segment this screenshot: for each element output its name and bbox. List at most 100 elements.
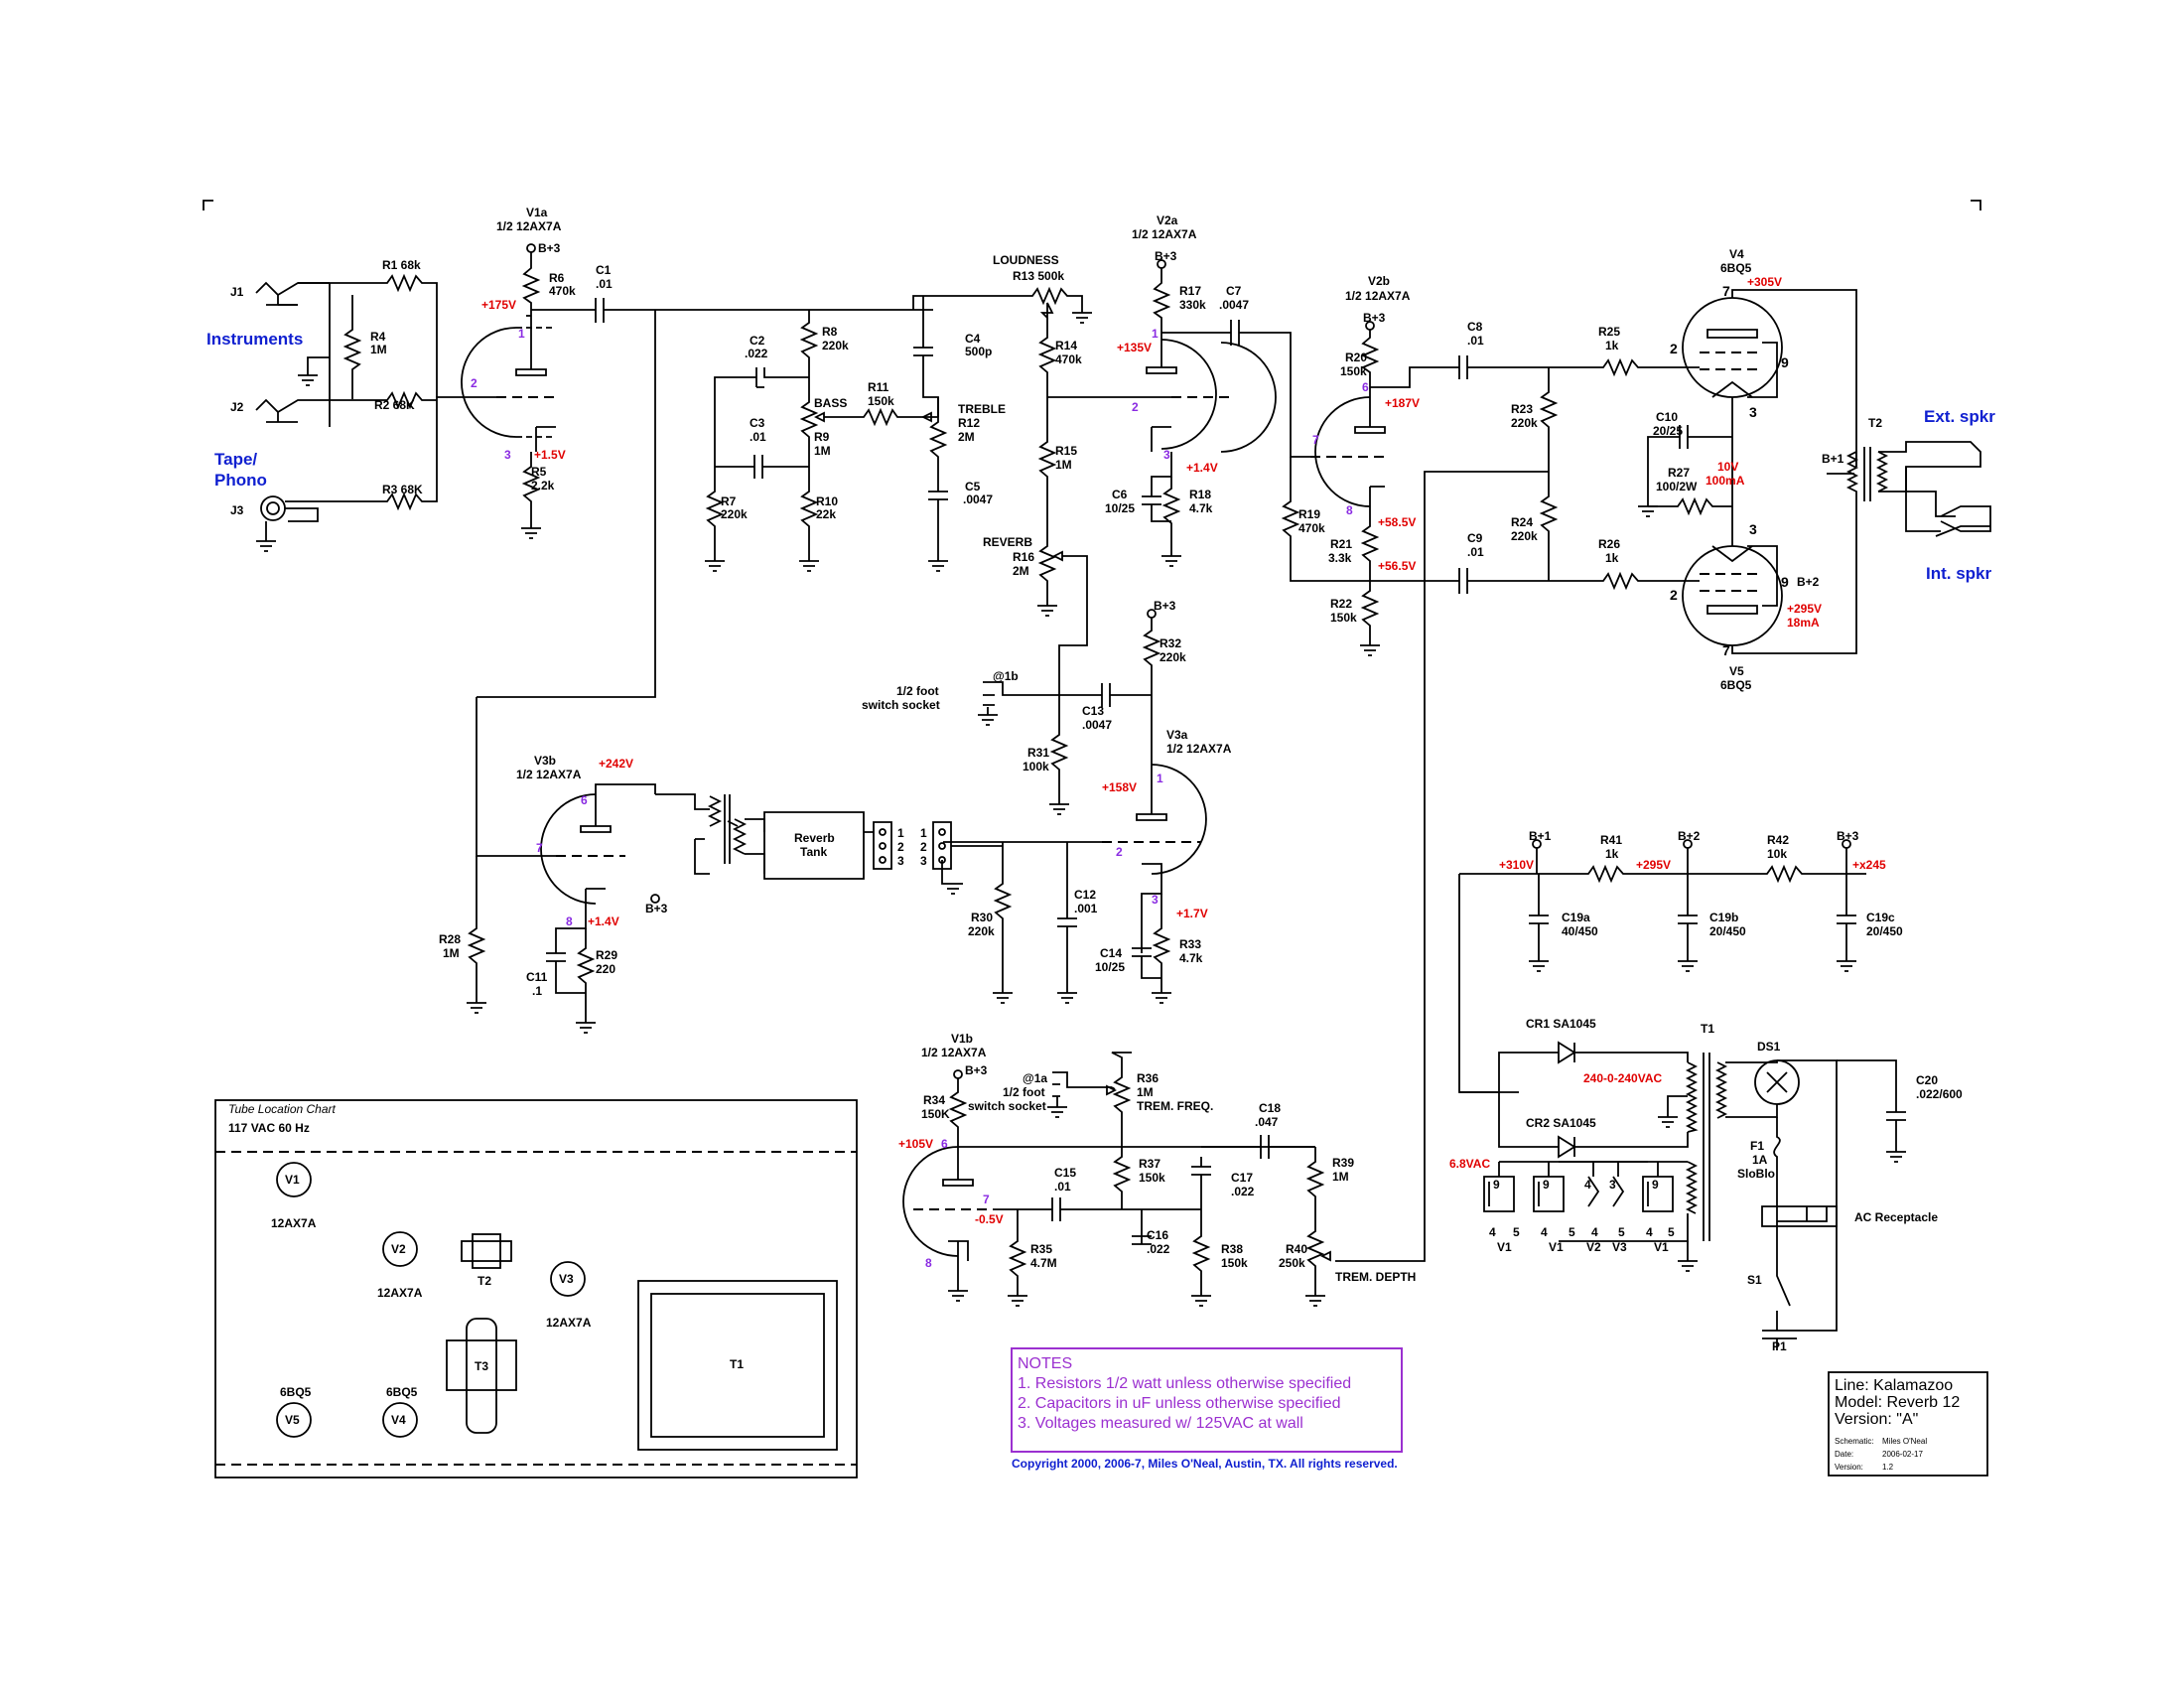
r22-label: R22	[1330, 597, 1352, 611]
r21-value: 3.3k	[1328, 551, 1352, 565]
t1-label: T1	[1701, 1022, 1714, 1036]
r19-label: R19	[1298, 507, 1320, 521]
r9-label: R9	[814, 430, 830, 444]
r4-label: R4	[370, 330, 386, 344]
c5-label: C5	[965, 480, 981, 493]
c7-value: .0047	[1219, 298, 1249, 312]
v2b-pin-grid: 7	[1312, 433, 1319, 447]
c9-label: C9	[1467, 531, 1483, 545]
v3b-pin-plate: 6	[581, 793, 588, 807]
v3a-pin-plate: 1	[1157, 772, 1163, 785]
v4-pin2: 2	[1670, 341, 1678, 356]
c3-label: C3	[750, 416, 765, 430]
instruments-label: Instruments	[206, 330, 303, 349]
r24-label: R24	[1511, 515, 1533, 529]
v2b-tube	[1281, 321, 1688, 1262]
v2a-pin-plate: 1	[1152, 327, 1159, 341]
v1a-plate-voltage: +175V	[481, 298, 516, 312]
tank-out-term-3: 3	[897, 854, 904, 868]
b1-voltage: +310V	[1499, 858, 1534, 872]
r14-label: R14	[1055, 339, 1077, 352]
v2b-bplus: B+3	[1363, 311, 1386, 325]
v2a-type: 1/2 12AX7A	[1132, 227, 1197, 241]
foot1a-label: @1a	[1023, 1071, 1047, 1085]
loudness-label: LOUDNESS	[993, 253, 1059, 267]
r15-label: R15	[1055, 444, 1077, 458]
tube-chart-v1: V1	[285, 1173, 300, 1187]
copyright: Copyright 2000, 2006-7, Miles O'Neal, Au…	[1012, 1457, 1398, 1471]
v1b-plate-voltage: +105V	[898, 1137, 933, 1151]
c15-label: C15	[1054, 1166, 1076, 1180]
foot1a-socket: switch socket	[968, 1099, 1046, 1113]
c4-value: 500p	[965, 345, 992, 358]
reverb-section	[650, 609, 1207, 1004]
c9-value: .01	[1467, 545, 1484, 559]
v1a-bplus: B+3	[538, 241, 561, 255]
f1-label: F1	[1750, 1139, 1764, 1153]
r41-value: 1k	[1605, 847, 1619, 861]
r7-value: 220k	[721, 507, 748, 521]
r5-value: 2.2k	[531, 479, 555, 492]
v4-pin9: 9	[1781, 354, 1789, 370]
r32-label: R32	[1160, 636, 1181, 650]
v5-title: V5	[1729, 664, 1744, 678]
v1a-pin-cathode: 3	[504, 448, 511, 462]
power-transformer	[1459, 1041, 1906, 1350]
r23-label: R23	[1511, 402, 1533, 416]
c10-label: C10	[1656, 410, 1678, 424]
r33-value: 4.7k	[1179, 951, 1203, 965]
r35-label: R35	[1030, 1242, 1052, 1256]
c6-label: C6	[1112, 488, 1128, 501]
reverb-tank-label-1: Reverb	[794, 831, 835, 845]
v1a-cathode-voltage: +1.5V	[534, 448, 566, 462]
c19b-label: C19b	[1709, 911, 1738, 924]
c13-value: .0047	[1082, 718, 1112, 732]
tube-chart-v5: V5	[285, 1413, 300, 1427]
v2a-tube	[1142, 259, 1310, 567]
v3b-tube	[467, 697, 656, 1034]
tube-chart-title: Tube Location Chart	[228, 1102, 337, 1116]
int-spkr-label: Int. spkr	[1926, 564, 1992, 583]
r10-label: R10	[816, 494, 838, 508]
treble-label: TREBLE	[958, 402, 1006, 416]
c20-label: C20	[1916, 1073, 1938, 1087]
foot1b-socket: switch socket	[862, 698, 940, 712]
v2b-cathode-voltage-2: +56.5V	[1378, 559, 1416, 573]
r27-current: 100mA	[1706, 474, 1745, 488]
c7-label: C7	[1226, 284, 1242, 298]
r30-value: 220k	[968, 924, 995, 938]
r42-value: 10k	[1767, 847, 1787, 861]
r27-label: R27	[1668, 466, 1690, 480]
r39-value: 1M	[1332, 1170, 1349, 1184]
trem-freq-label: TREM. FREQ.	[1137, 1099, 1213, 1113]
tube-chart-t3: T3	[475, 1359, 488, 1373]
r36-value: 1M	[1137, 1085, 1154, 1099]
tube-chart-v4: V4	[391, 1413, 406, 1427]
r26-value: 1k	[1605, 551, 1619, 565]
c19c-value: 20/450	[1866, 924, 1903, 938]
title-schematic-label: Schematic:	[1835, 1437, 1874, 1446]
tank-in-term-3: 3	[920, 854, 927, 868]
v5-plate-voltage: +295V	[1787, 602, 1822, 616]
c16-label: C16	[1147, 1228, 1168, 1242]
cr2-label: CR2 SA1045	[1526, 1116, 1596, 1130]
c1-value: .01	[596, 277, 613, 291]
r11-value: 150k	[868, 394, 894, 408]
heater-v1b-top-pin: 9	[1543, 1178, 1550, 1192]
tremolo-section	[902, 1052, 1331, 1307]
c19b-value: 20/450	[1709, 924, 1746, 938]
tank-in-term-1: 1	[920, 826, 927, 840]
heater-pin-1: 4	[1489, 1225, 1496, 1239]
v1b-pin-plate: 6	[941, 1137, 948, 1151]
output-stage	[1638, 289, 1991, 654]
r38-label: R38	[1221, 1242, 1243, 1256]
r13-label: R13 500k	[1013, 269, 1064, 283]
c13-label: C13	[1082, 704, 1104, 718]
t2-label: T2	[1868, 416, 1882, 430]
v3b-cathode-voltage: +1.4V	[588, 914, 619, 928]
heater-pin-3: 4	[1541, 1225, 1548, 1239]
v4-plate-voltage: +305V	[1747, 275, 1782, 289]
b2-voltage: +295V	[1636, 858, 1671, 872]
r17-value: 330k	[1179, 298, 1206, 312]
